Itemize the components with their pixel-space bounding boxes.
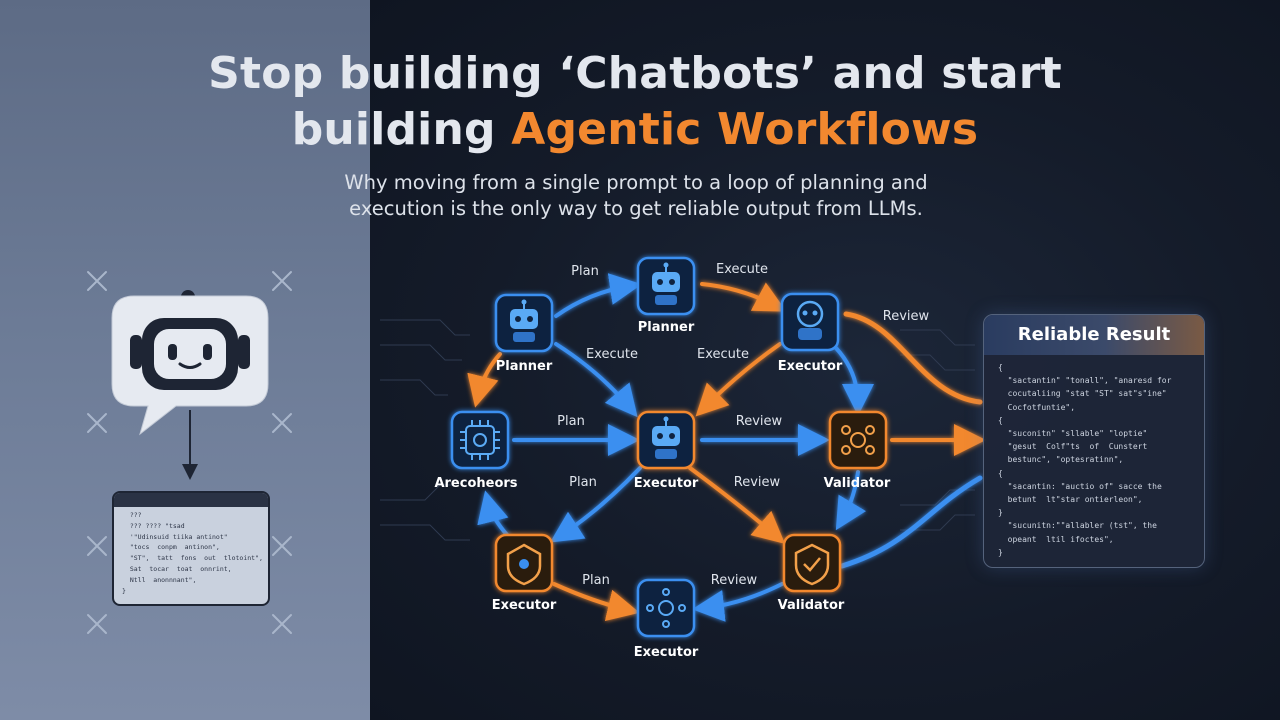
node-validator-bottomright [782, 533, 842, 593]
arrow-validator-loop [835, 470, 867, 531]
node-label-executor-bottom: Executor [634, 645, 699, 660]
edge-label-review-lower: Review [734, 475, 781, 490]
node-validator-right [828, 410, 888, 470]
subtitle-line-2: execution is the only way to get reliabl… [349, 197, 923, 220]
subtitle: Why moving from a single prompt to a loo… [0, 170, 1272, 222]
headline: Stop building ‘Chatbots’ and start build… [0, 46, 1270, 158]
code-line: "sucunitn:""allabler (tst", the [998, 521, 1157, 531]
code-line: betunt lt"star ontierleon", [998, 495, 1143, 505]
node-executor-bottomleft [494, 533, 554, 593]
node-label-validator-right: Validator [824, 476, 891, 491]
shield-icon [506, 543, 542, 586]
chatbot-bubble-icon [111, 290, 269, 436]
node-label-validator-bottomright: Validator [778, 598, 845, 613]
hub-icon [646, 588, 686, 628]
node-executor-topright [780, 292, 840, 352]
x-marks-decoration [87, 271, 292, 634]
output-card-text: ??? ??? ???? "tsad '"Udinsuid tiika anti… [114, 507, 268, 599]
headline-line-1: Stop building ‘Chatbots’ and start [208, 48, 1062, 99]
arrow-execute-mid-right [695, 342, 782, 417]
code-line: } [998, 547, 1003, 557]
node-label-executor-bottomleft: Executor [492, 598, 557, 613]
node-label-executor-topright: Executor [778, 359, 843, 374]
shield-check-icon [794, 543, 830, 586]
edge-label-plan-bottom: Plan [582, 573, 610, 588]
headline-line-2: building Agentic Workflows [0, 102, 1270, 158]
output-card-header [114, 493, 268, 507]
code-line: opeant ltil ifoctes", [998, 534, 1114, 544]
robot-icon [796, 300, 824, 340]
prompt-output-line: '"Udinsuid tiika antinot" [122, 532, 228, 541]
arrow-validator-to-result [839, 475, 983, 569]
arrow-review-bottom [692, 582, 784, 622]
prompt-output-line: "tocs conpm antinon", [122, 543, 220, 552]
reliable-result-code: { "sactantin" "tonall", "anaresd for coc… [984, 355, 1204, 559]
arrow-plan-top [554, 273, 642, 318]
robot-icon [510, 299, 538, 342]
gear-network-icon [841, 425, 875, 455]
arrow-execute-top [700, 282, 787, 312]
arrow-executor-to-validator [834, 346, 874, 416]
code-line: } [998, 508, 1003, 518]
subtitle-line-1: Why moving from a single prompt to a loo… [344, 171, 928, 194]
node-label-planner-top: Planner [638, 320, 695, 335]
edge-label-plan-top: Plan [571, 264, 599, 279]
edge-label-review-top: Review [883, 309, 930, 324]
arrow-execute-mid-left [554, 342, 638, 418]
code-line: bestunc", "optesratinn", [998, 455, 1124, 465]
edge-label-plan-lower: Plan [569, 475, 597, 490]
robot-icon [652, 416, 680, 459]
code-line: cocutaliing "stat "ST" sat"s"ine" [998, 389, 1167, 399]
node-planner-left [494, 293, 554, 353]
arrow-planner-to-arecoheors [467, 352, 502, 408]
prompt-output-line: Ntll anonnnant", [122, 575, 197, 584]
arrow-review-lower [688, 466, 786, 544]
reliable-result-panel: Reliable Result { "sactantin" "tonall", … [983, 314, 1205, 568]
prompt-output-line: ??? ???? "tsad [122, 521, 185, 530]
headline-accent: Agentic Workflows [511, 104, 979, 155]
prompt-output-line: "ST", tatt fons out tlotoint", [122, 554, 263, 563]
chip-icon [460, 420, 500, 460]
code-line: "suconitn" "sllable" "loptie" [998, 429, 1148, 439]
prompt-output-line: } [122, 586, 126, 595]
code-line: { [998, 415, 1003, 425]
node-label-executor-center: Executor [634, 476, 699, 491]
edge-label-execute-mid-right: Execute [697, 347, 749, 362]
arrow-review-top [843, 311, 983, 405]
node-arecoheors [450, 410, 510, 470]
prompt-output-line: ??? [122, 511, 142, 519]
node-planner-top [636, 256, 696, 316]
node-label-planner-left: Planner [496, 359, 553, 374]
arrow-executor-to-arecoheors [477, 490, 510, 538]
code-line: Cocfotfuntie", [998, 402, 1076, 412]
code-line: { [998, 468, 1003, 478]
edge-label-review-bottom: Review [711, 573, 758, 588]
prompt-output-line: Sat tocar toat onnrint, [122, 564, 232, 573]
robot-icon [652, 262, 680, 305]
reliable-result-title: Reliable Result [984, 315, 1204, 355]
code-line: { [998, 363, 1003, 372]
edge-label-review-center: Review [736, 414, 783, 429]
edge-label-execute-top: Execute [716, 262, 768, 277]
edge-label-plan-center: Plan [557, 414, 585, 429]
code-line: "sacantin: "auctio of" sacce the [998, 481, 1162, 491]
code-line: "sactantin" "tonall", "anaresd for [998, 376, 1172, 386]
arrow-plan-bottom [552, 582, 640, 621]
arrow-plan-lower [549, 466, 642, 543]
single-prompt-output-card: ??? ??? ???? "tsad '"Udinsuid tiika anti… [112, 491, 270, 606]
node-label-arecoheors: Arecoheors [434, 476, 517, 491]
headline-line-2-prefix: building [291, 104, 512, 155]
code-line: "gesut Colf"ts of Cunstert [998, 442, 1148, 452]
edge-label-execute-mid-left: Execute [586, 347, 638, 362]
node-executor-center [636, 410, 696, 470]
node-executor-bottom [636, 578, 696, 638]
